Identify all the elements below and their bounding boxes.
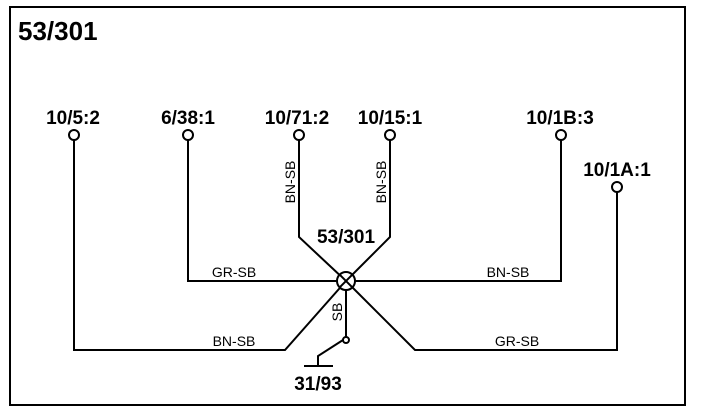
connector-label-10-1a-1: 10/1A:1 [583,160,651,181]
connector-label-10-15-1: 10/15:1 [358,108,423,129]
connector-terminal-10-1b-3 [555,129,567,141]
ground-switch-symbol [317,339,344,366]
wire-color-label: GR-SB [495,333,539,349]
connector-label-10-1b-3: 10/1B:3 [526,108,594,129]
connector-terminal-6-38-1 [182,129,194,141]
wire-color-label: SB [329,303,345,322]
connector-label-10-71-2: 10/71:2 [265,108,329,129]
connector-label-6-38-1: 6/38:1 [161,108,215,129]
wire-color-label: BN-SB [373,161,389,204]
wire-color-label: BN-SB [213,333,256,349]
ground-switch-contact [342,336,350,344]
connector-terminal-10-1a-1 [611,181,623,193]
connector-terminal-10-15-1 [384,129,396,141]
diagram-border [9,6,686,406]
connector-label-10-5-2: 10/5:2 [46,108,100,129]
wire-10-15-1 [345,140,391,282]
wire-10-5-2 [73,140,347,351]
splice-node [336,271,356,291]
connector-terminal-10-71-2 [293,129,305,141]
wire-color-label: GR-SB [212,264,256,280]
wire-color-label: BN-SB [282,161,298,204]
ground-label: 31/93 [294,374,342,395]
wire-10-1a-1 [345,192,618,351]
diagram-title: 53/301 [18,16,98,46]
wire-10-71-2 [298,140,347,282]
wire-6-38-1 [187,140,346,282]
wire-10-1b-3 [346,140,562,282]
wire-color-label: BN-SB [487,264,530,280]
splice-label: 53/301 [317,227,376,248]
connector-terminal-10-5-2 [68,129,80,141]
